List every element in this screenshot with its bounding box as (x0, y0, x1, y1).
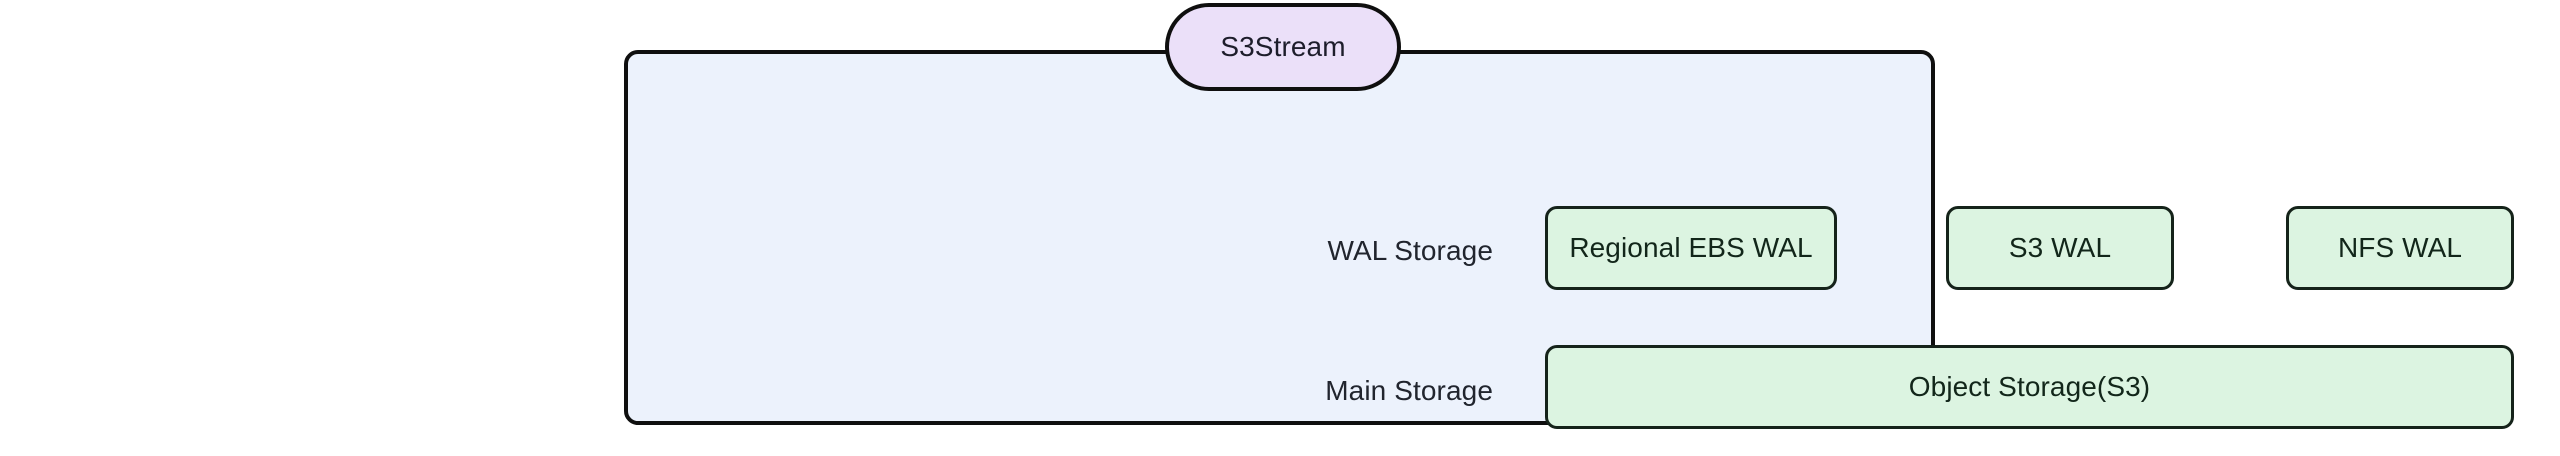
node-s3-wal[interactable]: S3 WAL (1946, 206, 2174, 290)
node-label-s3-wal: S3 WAL (2008, 232, 2112, 263)
node-label-object-storage-s3: Object Storage(S3) (1908, 371, 2151, 402)
row-label-main-storage: Main Storage (1325, 375, 1493, 406)
node-label-nfs-wal: NFS WAL (2337, 232, 2463, 263)
s3stream-container: WAL Storage Main Storage Regional EBS WA… (624, 50, 2514, 429)
node-nfs-wal[interactable]: NFS WAL (2286, 206, 2514, 290)
container-title-pill: S3Stream (1165, 3, 1401, 91)
row-label-wal-storage: WAL Storage (1327, 235, 1493, 266)
node-object-storage-s3[interactable]: Object Storage(S3) (1545, 345, 2514, 429)
node-regional-ebs-wal[interactable]: Regional EBS WAL (1545, 206, 1837, 290)
node-label-regional-ebs-wal: Regional EBS WAL (1569, 232, 1813, 263)
container-title-label: S3Stream (1220, 31, 1346, 62)
